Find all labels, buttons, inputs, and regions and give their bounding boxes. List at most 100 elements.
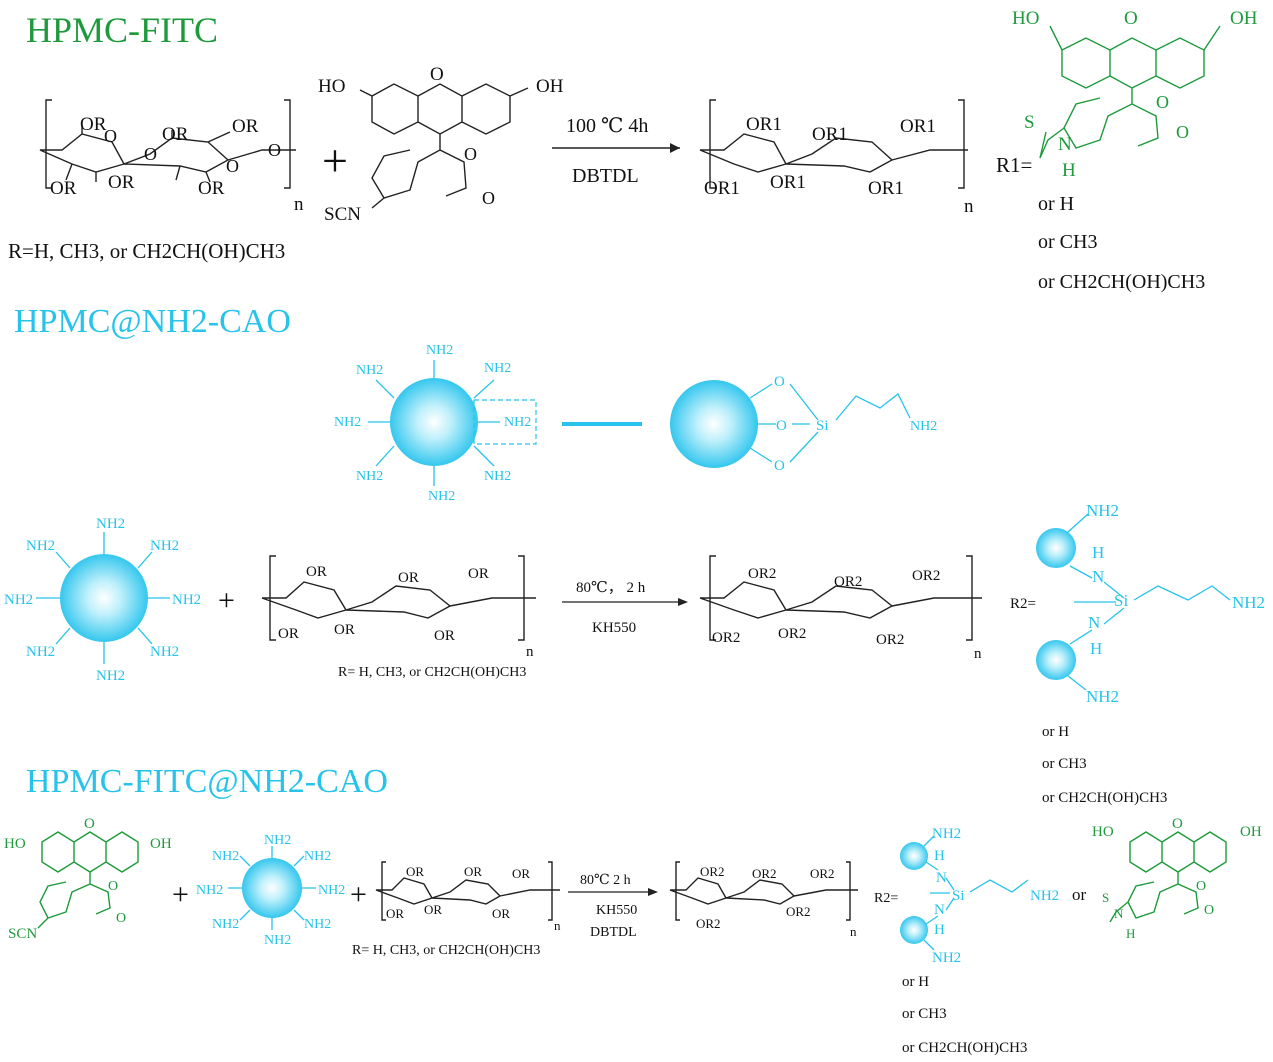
carbonyl-o: O [1204,903,1214,918]
lactone-o: O [1196,879,1206,894]
r1-alt-hpr: or CH2CH(OH)CH3 [1038,271,1205,293]
repeat-n: n [964,196,974,217]
section-title-hpmc-fitc: HPMC-FITC [26,10,218,50]
or1-label: OR1 [868,178,904,199]
or-label: OR [434,628,455,644]
or-label: OR [424,902,442,917]
or1-label: OR1 [900,116,936,137]
r2-silane-substituent: R2= NH2 H N Si NH2 N H NH2 [1010,501,1265,706]
cao-sphere [1036,528,1076,568]
or2-label: OR2 [810,866,835,881]
hpmc-fitc-product: OR1 OR1 OR1 OR1 OR1 OR1 n [699,99,974,217]
carbonyl-o: O [482,188,495,208]
svg-text:O: O [226,156,239,176]
nh2-label: NH2 [26,644,55,660]
or2-label: OR2 [778,626,806,642]
nh2-cao-particle-detail: NH2 NH2 NH2 NH2 NH2 NH2 NH2 NH2 [334,343,537,504]
condition-catalyst: DBTDL [572,165,639,187]
carbonyl-o: O [116,911,126,926]
or1-label: OR1 [812,124,848,145]
or2-label: OR2 [752,866,777,881]
siloxane-o: O [776,418,787,434]
r1-carbonyl-o: O [1176,122,1189,142]
r2-alt-ch3: or CH3 [902,1006,947,1022]
cao-sphere [390,378,478,466]
nh2-label: NH2 [504,415,531,430]
r2-si: Si [952,888,965,904]
lactone-o: O [108,879,118,894]
r2-h: H [934,848,945,864]
nh2-label: NH2 [356,469,383,484]
svg-text:O: O [268,140,281,160]
section-title-combo: HPMC-FITC@NH2-CAO [26,763,388,800]
cao-sphere [900,842,928,870]
repeat-n: n [850,924,857,939]
cao-sphere [242,858,302,918]
nh2-label: NH2 [304,917,331,932]
r2-terminal-nh2: NH2 [1232,593,1265,612]
plus-sign: + [218,584,235,617]
nh2-label: NH2 [318,883,345,898]
or1-label: OR1 [704,178,740,199]
r1-nitrogen: N [1058,134,1072,155]
nh2-label: NH2 [910,419,937,434]
or-label: OR [406,864,424,879]
or2-label: OR2 [748,566,776,582]
r2-alt-hpr: or CH2CH(OH)CH3 [902,1040,1027,1056]
sulfur: S [1102,890,1109,905]
r2-alt-ch3: or CH3 [1042,756,1087,772]
cao-sphere [670,380,758,468]
reaction-arrow-1: 100 ℃ 4h DBTDL [552,115,680,187]
r1-xanthene-o: O [1124,8,1138,29]
plus-sign: + [350,878,367,911]
or-label: OR [162,124,189,145]
or-label: OR [108,172,135,193]
nh2-label: NH2 [264,833,291,848]
or2-label: OR2 [876,632,904,648]
title-part-fitc: HPMC-FITC [26,763,207,800]
oh-label: OH [1240,824,1262,840]
r1-ho: HO [1012,8,1039,29]
or-label: OR [492,906,510,921]
hydrogen: H [1126,926,1135,941]
r2-combo-fitc: HO O OH O O S N H [1092,816,1262,941]
scn-label: SCN [8,926,37,942]
or-connector: or [1072,885,1087,904]
nh2-label: NH2 [172,592,201,608]
or1-label: OR1 [746,114,782,135]
or-label: OR [80,114,107,135]
xanthene-o: O [430,64,444,85]
or2-label: OR2 [712,630,740,646]
cao-sphere [60,554,148,642]
cao-sphere [1036,640,1076,680]
r2-n: N [936,870,947,886]
title-part-cao: @NH2-CAO [207,763,388,800]
svg-text:O: O [144,144,157,164]
r1-equals: R1= [996,153,1032,177]
nh2-label: NH2 [26,538,55,554]
r2-combo-silane: R2= NH2 H N Si NH2 N H NH2 or [874,826,1087,966]
nh2-label: NH2 [150,538,179,554]
svg-text:O: O [104,126,117,146]
siloxane-o: O [774,458,785,474]
nh2-label: NH2 [304,849,331,864]
nh2-label: NH2 [356,363,383,378]
r2-n: N [1088,613,1100,632]
nh2-label: NH2 [196,883,223,898]
nh2-label: NH2 [484,469,511,484]
or1-label: OR1 [770,172,806,193]
r2-si: Si [1114,591,1128,610]
nh2-cao-reactant-small: NH2 NH2 NH2 NH2 NH2 NH2 NH2 NH2 [196,833,345,948]
r2-terminal-nh2: NH2 [1030,888,1059,904]
r1-alt-ch3: or CH3 [1038,231,1097,253]
condition-coupling-agent: KH550 [592,620,636,636]
plus-sign: + [322,135,348,186]
r2-n: N [1092,567,1104,586]
oh-label: OH [150,836,172,852]
hpmc-repeat-unit-small: OR OR OR OR OR OR n [375,861,561,933]
xanthene-o: O [1172,816,1183,832]
or2-label: OR2 [786,904,811,919]
hpmc-repeat-unit: OR OR OR OR OR OR n [261,555,536,660]
or-label: OR [468,566,489,582]
